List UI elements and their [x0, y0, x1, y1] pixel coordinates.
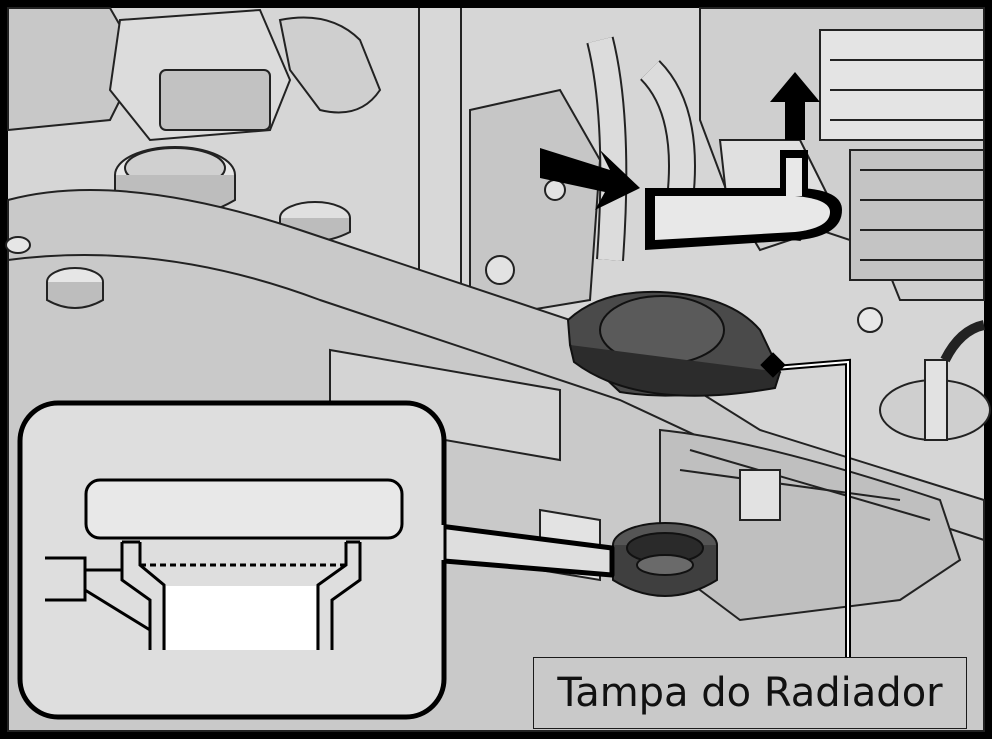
radiator-cap [566, 290, 782, 397]
radiator-filler-neck [612, 522, 718, 597]
radiator-cap-label: Tampa do Radiador [557, 670, 943, 716]
radiator-cap-label-box: Tampa do Radiador [533, 657, 967, 729]
inset-cap-top [84, 478, 404, 540]
inset-seal-pointer [45, 556, 151, 632]
callout-leader-line [760, 352, 851, 660]
inset-neck-opening [166, 586, 316, 650]
counterclockwise-turn-arrow-icon [540, 148, 842, 250]
cap-detail-inset [17, 400, 447, 720]
inset-filler-neck [120, 540, 362, 650]
up-arrow-icon [770, 72, 820, 140]
